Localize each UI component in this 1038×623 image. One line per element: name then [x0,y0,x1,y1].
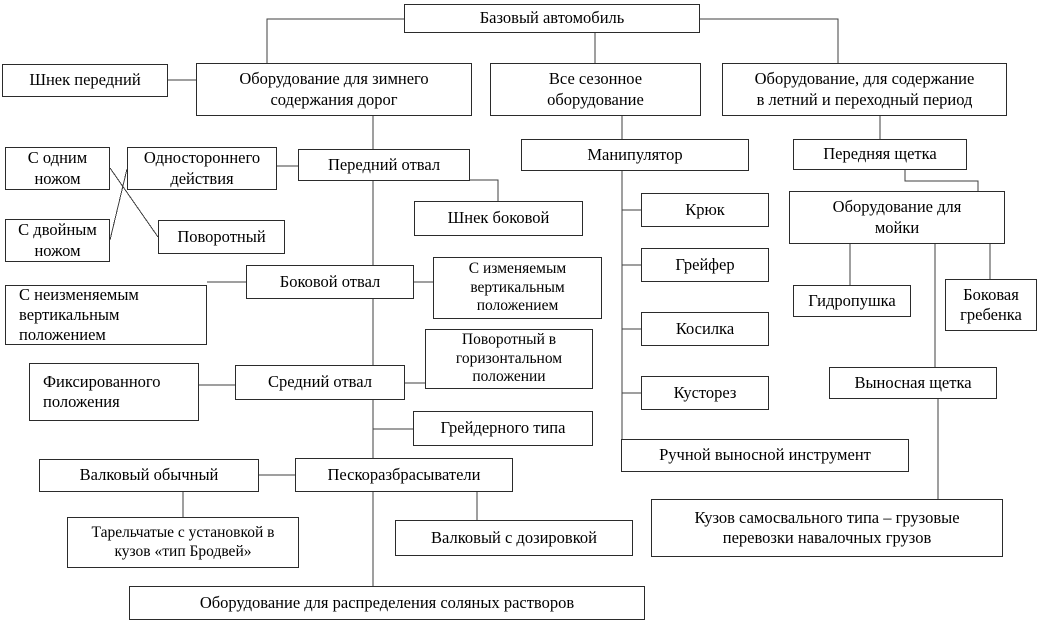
node-fixed-position: Фиксированного положения [29,363,199,421]
node-brine-distribution-equipment: Оборудование для распределения соляных р… [129,586,645,620]
node-grapple: Грейфер [641,248,769,282]
node-summer-transition-equipment: Оборудование, для содержание в летний и … [722,63,1007,116]
node-all-season-equipment: Все сезонное оборудование [490,63,701,116]
node-sand-spreaders: Пескоразбрасыватели [295,458,513,492]
node-middle-blade: Средний отвал [235,365,405,400]
node-front-blade: Передний отвал [298,149,470,181]
node-invariable-vertical-position: С неизменяемым вертикальным положением [5,285,207,345]
node-single-knife: С одним ножом [5,147,110,190]
node-winter-road-equipment: Оборудование для зимнего содержания доро… [196,63,472,116]
node-hand-outrigger-tools: Ручной выносной инструмент [621,439,909,472]
node-washing-equipment: Оборудование для мойки [789,191,1005,244]
node-single-action: Одностороннего действия [127,147,277,190]
node-hook: Крюк [641,193,769,227]
node-roller-dosing: Валковый с дозировкой [395,520,633,556]
node-rotary-blade: Поворотный [158,220,285,254]
node-outrigger-brush: Выносная щетка [829,367,997,399]
edge-base-vehicle-to-winter-road-equipment [266,18,404,63]
node-grader-type: Грейдерного типа [413,411,593,446]
node-brush-cutter: Кусторез [641,376,769,410]
node-rotary-horizontal-position: Поворотный в горизонтальном положении [425,329,593,389]
node-front-auger: Шнек передний [2,64,168,97]
node-disc-broadway-body: Тарельчатые с установкой в кузов «тип Бр… [67,517,299,568]
node-base-vehicle: Базовый автомобиль [404,4,700,33]
node-variable-vertical-position: С изменяемым вертикальным положением [433,257,602,319]
edge-base-vehicle-to-summer-transition-equipment [700,18,839,63]
edge-winter-road-equipment-to-side-auger [373,179,499,201]
node-mower: Косилка [641,312,769,346]
node-side-auger: Шнек боковой [414,201,583,236]
node-double-knife: С двойным ножом [5,219,110,262]
node-dump-body: Кузов самосвального типа – грузовые пере… [651,499,1003,557]
edge-double-knife-to-single-action [109,168,128,241]
node-manipulator: Манипулятор [521,139,749,171]
node-side-comb: Боковая гребенка [945,279,1037,331]
edge-front-brush-to-washing-equipment [904,170,979,191]
node-roller-regular: Валковый обычный [39,459,259,492]
node-side-blade: Боковой отвал [246,265,414,299]
edge-single-knife-to-rotary-blade [109,167,159,238]
node-front-brush: Передняя щетка [793,139,967,170]
node-hydro-cannon: Гидропушка [793,285,911,317]
